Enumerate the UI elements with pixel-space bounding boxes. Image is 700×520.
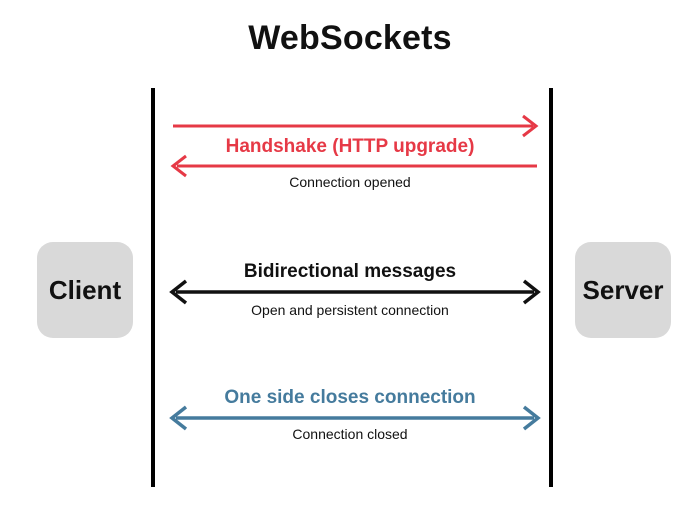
client-box: Client	[37, 242, 133, 338]
server-lifeline	[549, 88, 553, 487]
handshake-request-arrow	[173, 114, 539, 138]
connection-opened-note: Connection opened	[289, 174, 411, 190]
server-label: Server	[582, 274, 664, 305]
client-lifeline	[151, 88, 155, 487]
client-label: Client	[48, 274, 122, 305]
diagram-title: WebSockets	[248, 19, 452, 57]
handshake-message-label: Handshake (HTTP upgrade)	[225, 136, 475, 157]
bidirectional-messages-arrow	[169, 279, 541, 305]
handshake-response-arrow	[170, 154, 537, 178]
close-connection-label: One side closes connection	[224, 387, 476, 408]
server-box: Server	[575, 242, 671, 338]
connection-closed-note: Connection closed	[292, 426, 408, 442]
bidirectional-message-label: Bidirectional messages	[243, 261, 457, 282]
persistent-connection-note: Open and persistent connection	[251, 302, 449, 318]
